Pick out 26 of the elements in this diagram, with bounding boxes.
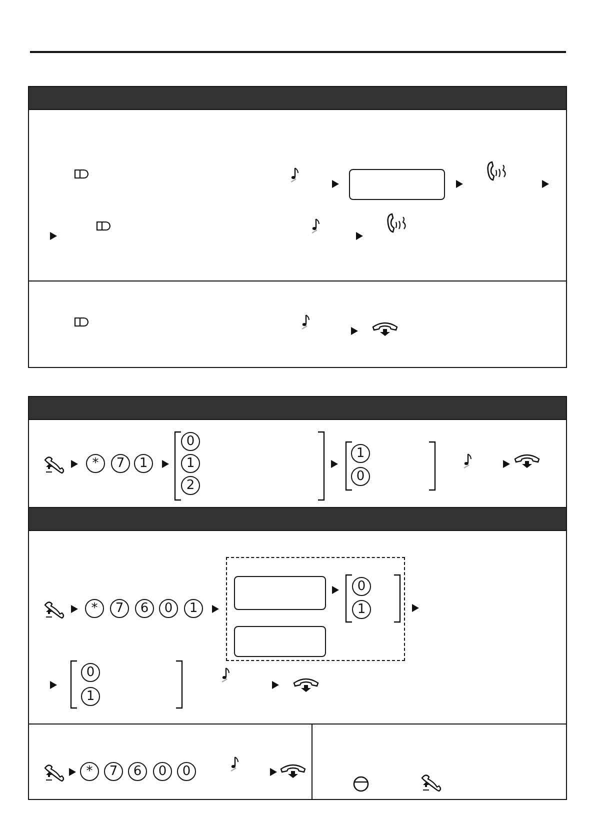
- display-screen-box: [349, 169, 445, 200]
- dial-key: 1: [184, 599, 203, 618]
- dial-key: *: [86, 454, 105, 473]
- dial-key: 1: [181, 454, 200, 473]
- dial-key: 1: [352, 600, 371, 619]
- dial-key: 0: [351, 467, 370, 486]
- dial-key: 7: [110, 599, 129, 618]
- dial-key: 1: [134, 454, 153, 473]
- dial-key: *: [85, 599, 104, 618]
- dial-key: 0: [81, 663, 100, 682]
- dial-key: 0: [159, 599, 178, 618]
- dial-key: 0: [153, 762, 172, 781]
- dial-key: 7: [111, 454, 130, 473]
- dial-key: 0: [177, 762, 196, 781]
- dial-key: 1: [81, 687, 100, 706]
- dial-key: 7: [104, 762, 123, 781]
- dial-key: 2: [181, 476, 200, 495]
- dial-key: 6: [135, 599, 154, 618]
- dial-key: 6: [128, 762, 147, 781]
- dial-key: *: [80, 762, 99, 781]
- dial-key: 0: [181, 432, 200, 451]
- dial-key: 0: [352, 577, 371, 596]
- display-screen-box: [234, 576, 326, 610]
- display-screen-box: [234, 626, 326, 657]
- dial-key: 1: [351, 444, 370, 463]
- dashed-group-box: [226, 557, 405, 661]
